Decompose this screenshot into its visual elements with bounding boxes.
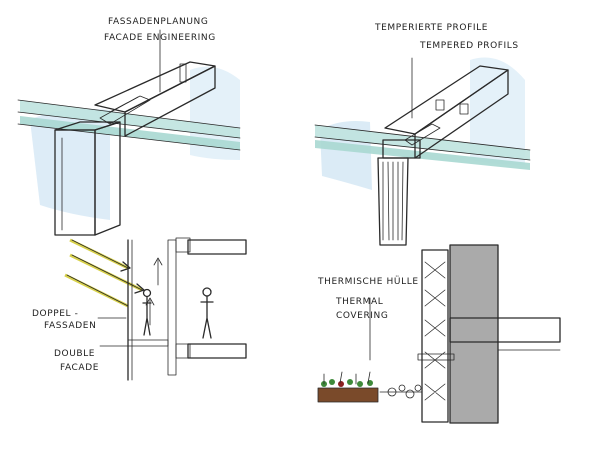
insulation-block <box>175 343 191 359</box>
gravel <box>387 384 422 399</box>
beam-side <box>124 65 216 137</box>
label-doppel: DOPPEL - <box>32 309 78 319</box>
mullion-line <box>17 123 241 151</box>
glass-band <box>315 140 530 170</box>
mullion-line <box>314 124 531 151</box>
column-strokes <box>382 161 404 241</box>
sun-ray-ink <box>66 274 129 307</box>
column-top <box>54 121 121 131</box>
red-block <box>435 99 445 111</box>
sketch-tempered-profiles: TEMPERIERTE PROFILE TEMPERED PROFILS <box>314 23 531 246</box>
bracket <box>179 63 187 83</box>
mullion-line <box>17 99 241 129</box>
person-figure <box>142 288 152 336</box>
mullion-line <box>314 136 531 161</box>
inner-glass <box>167 239 177 376</box>
sun-rays <box>64 238 145 308</box>
label-covering: COVERING <box>336 311 388 321</box>
label-fassadenplanung: FASSADENPLANUNG <box>108 17 208 27</box>
mullion-line <box>17 111 241 139</box>
person-figure <box>200 287 214 339</box>
beam-side <box>414 69 509 159</box>
ground-bed <box>318 388 378 402</box>
sky-wash <box>30 108 110 220</box>
plants <box>321 371 373 387</box>
sun-ray-ink <box>71 254 143 291</box>
label-thermische-huelle: THERMISCHE HÜLLE <box>317 276 419 287</box>
wood-grain <box>109 96 139 113</box>
arrow-head <box>134 283 145 294</box>
sketch-thermal-envelope: THERMISCHE HÜLLE THERMAL COVERING <box>317 244 561 424</box>
red-block <box>459 103 469 115</box>
window-sill <box>417 353 455 361</box>
sun-ray-ink <box>71 239 129 269</box>
sky-wash <box>470 57 525 165</box>
label-double: DOUBLE <box>54 349 95 359</box>
glass-band <box>315 125 530 160</box>
insulation-layer <box>421 249 449 423</box>
label-facade-engineering: FACADE ENGINEERING <box>104 33 216 43</box>
wood-insert <box>404 123 441 146</box>
floor-slab <box>187 343 247 359</box>
label-fassaden: FASSADEN <box>44 321 96 331</box>
label-tempered-profils: TEMPERED PROFILS <box>419 41 519 51</box>
insulation-cross-hatch <box>424 261 446 401</box>
glass-band <box>20 100 240 138</box>
floor-slab <box>449 317 561 343</box>
concrete-wall <box>450 245 498 423</box>
ground-hatch <box>317 387 379 403</box>
label-temperierte-profile: TEMPERIERTE PROFILE <box>374 23 488 33</box>
profile-hatched <box>382 139 421 159</box>
sketch-facade-engineering: FASSADENPLANUNG FACADE ENGINEERING <box>17 17 241 236</box>
arrow-head <box>120 261 131 272</box>
insulation-block <box>175 237 191 253</box>
walkway-grate <box>127 339 169 347</box>
label-facade: FACADE <box>60 363 99 373</box>
floor-slab <box>187 239 247 255</box>
column-front <box>377 157 409 246</box>
sketch-double-facade: DOPPEL - FASSADEN DOUBLE FACADE <box>32 237 247 381</box>
label-thermal: THERMAL <box>335 297 383 307</box>
